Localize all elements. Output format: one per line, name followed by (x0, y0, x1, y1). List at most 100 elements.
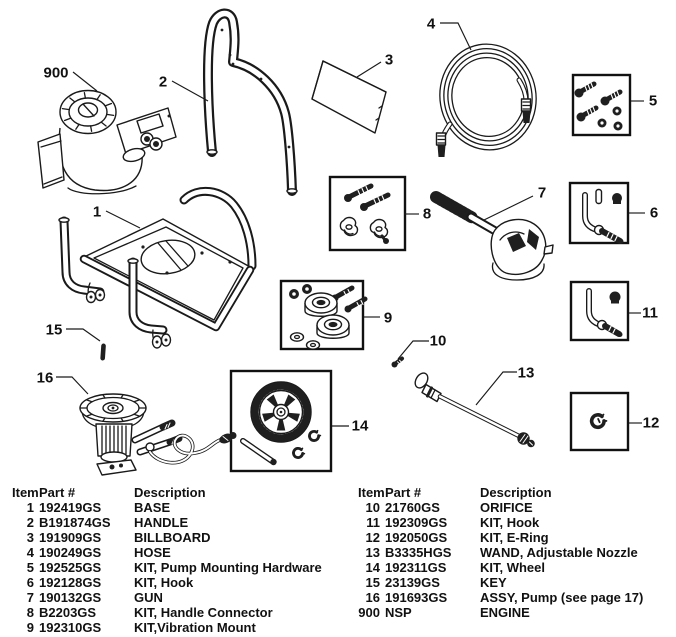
callout-label-8: 8 (423, 206, 431, 223)
part-item: 15 (365, 575, 380, 590)
part-item: 14 (365, 560, 380, 575)
part-desc: ENGINE (480, 605, 530, 620)
part-part: B3335HGS (385, 545, 452, 560)
leader-line-900 (72, 71, 98, 92)
leader-line-15 (66, 328, 101, 342)
vibration-mount-kit-box (279, 279, 368, 351)
leader-line-4 (440, 22, 472, 51)
callout-label-6: 6 (650, 205, 658, 222)
part-desc: KIT, Hook (480, 515, 540, 530)
leader-line-13 (475, 371, 517, 406)
table-row: 16 191693GS ASSY, Pump (see page 17) (358, 590, 670, 605)
part-part: 192309GS (385, 515, 448, 530)
wheel-kit-box (229, 369, 333, 473)
header-item: Item (358, 485, 385, 500)
billboard-drawing (311, 60, 387, 134)
base-drawing (58, 186, 257, 349)
table-row: 7 190132GS GUN (12, 590, 342, 605)
callout-label-9: 9 (384, 310, 392, 327)
hose-drawing (435, 43, 537, 157)
part-item: 7 (26, 590, 34, 605)
part-part: 23139GS (385, 575, 440, 590)
header-part: Part # (385, 485, 422, 500)
e-ring-kit-box (569, 391, 630, 452)
part-part: 192050GS (385, 530, 448, 545)
part-item: 1 (26, 500, 34, 515)
hook-kit-box-11 (569, 280, 630, 342)
handle-drawing (203, 8, 298, 196)
table-header: Item Part # Description (358, 485, 670, 500)
part-part: B191874GS (39, 515, 111, 530)
pump-hardware-kit-box (571, 73, 632, 137)
wand-drawing (414, 372, 535, 448)
part-part: 192128GS (39, 575, 102, 590)
table-row: 13 B3335HGS WAND, Adjustable Nozzle (358, 545, 670, 560)
part-part: 192310GS (39, 620, 102, 635)
part-part: 190132GS (39, 590, 102, 605)
callout-label-900: 900 (43, 65, 68, 82)
callout-label-14: 14 (352, 418, 369, 435)
part-item: 16 (365, 590, 380, 605)
table-row: 12 192050GS KIT, E-Ring (358, 530, 670, 545)
part-item: 13 (365, 545, 380, 560)
orifice-drawing (391, 356, 404, 368)
part-desc: KIT,Vibration Mount (134, 620, 256, 635)
part-item: 3 (26, 530, 34, 545)
callout-label-1: 1 (93, 204, 101, 221)
part-item: 6 (26, 575, 34, 590)
part-part: 191693GS (385, 590, 448, 605)
pump-assembly-drawing (79, 393, 237, 476)
callout-label-15: 15 (46, 322, 63, 339)
header-part: Part # (39, 485, 76, 500)
part-item: 2 (26, 515, 34, 530)
callout-label-16: 16 (37, 370, 54, 387)
part-part: 192311GS (385, 560, 447, 575)
part-desc: KIT, E-Ring (480, 530, 549, 545)
header-item: Item (12, 485, 39, 500)
gun-drawing (430, 191, 554, 281)
table-row: 6 192128GS KIT, Hook (12, 575, 342, 590)
part-desc: KIT, Hook (134, 575, 194, 590)
callout-label-7: 7 (538, 185, 546, 202)
part-desc: GUN (134, 590, 163, 605)
header-description: Description (134, 485, 206, 500)
callout-label-4: 4 (427, 16, 436, 33)
header-description: Description (480, 485, 552, 500)
table-row: 11 192309GS KIT, Hook (358, 515, 670, 530)
table-row: 2 B191874GS HANDLE (12, 515, 342, 530)
leader-line-2 (171, 80, 209, 102)
part-desc: KIT, Wheel (480, 560, 546, 575)
callout-label-12: 12 (643, 415, 660, 432)
part-item: 10 (365, 500, 380, 515)
part-item: 12 (365, 530, 380, 545)
leader-line-1 (105, 210, 141, 229)
part-part: NSP (385, 605, 412, 620)
part-part: 191909GS (39, 530, 102, 545)
key-drawing (100, 343, 106, 361)
leader-line-7 (483, 195, 534, 221)
callout-label-3: 3 (385, 52, 393, 69)
part-desc: KIT, Handle Connector (134, 605, 273, 620)
part-part: 21760GS (385, 500, 440, 515)
part-item: 8 (26, 605, 34, 620)
part-item: 11 (366, 515, 380, 530)
part-desc: ASSY, Pump (see page 17) (480, 590, 644, 605)
part-desc: HANDLE (134, 515, 189, 530)
table-row: 3 191909GS BILLBOARD (12, 530, 342, 545)
part-part: B2203GS (39, 605, 97, 620)
leader-line-16 (56, 376, 89, 395)
part-desc: WAND, Adjustable Nozzle (480, 545, 638, 560)
callout-label-11: 11 (642, 305, 658, 322)
part-desc: BILLBOARD (134, 530, 211, 545)
part-item: 5 (26, 560, 34, 575)
callout-label-13: 13 (518, 365, 535, 382)
table-row: 14 192311GS KIT, Wheel (358, 560, 670, 575)
engine-drawing (37, 89, 177, 195)
leader-line-10 (397, 340, 429, 360)
